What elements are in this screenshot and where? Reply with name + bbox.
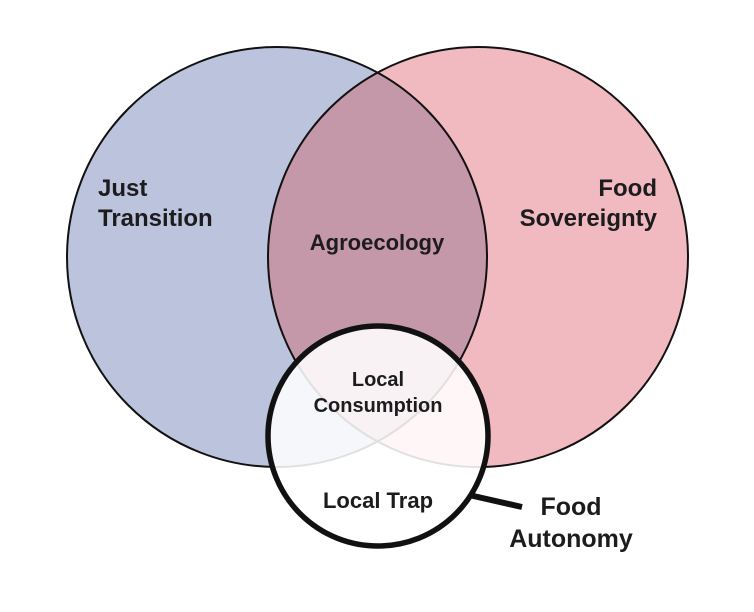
local-consumption-label: Local Consumption <box>313 369 443 417</box>
just-transition-label: Just Transition <box>98 175 213 232</box>
food-sovereignty-label: Food Sovereignty <box>519 175 657 232</box>
agroecology-label: Agroecology <box>309 230 445 255</box>
local-trap-label: Local Trap <box>322 488 434 513</box>
food-autonomy-circle <box>265 323 491 549</box>
food-autonomy-callout-line <box>468 492 523 510</box>
food-autonomy-label: Food Autonomy <box>509 493 633 553</box>
